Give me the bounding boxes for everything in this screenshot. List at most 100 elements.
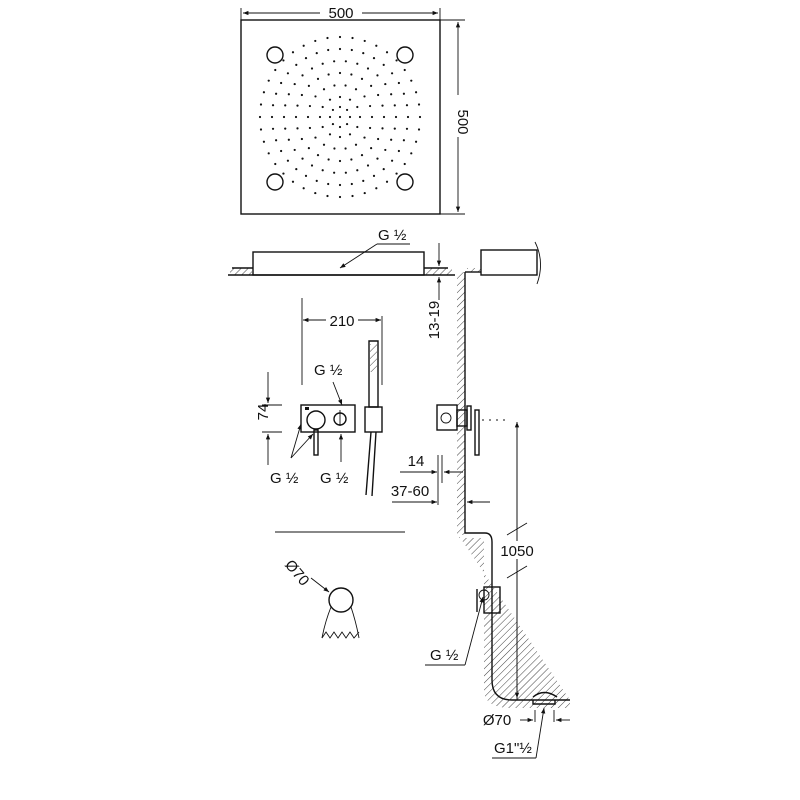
bottom-inlet-label: G ½ xyxy=(320,470,349,487)
nozzle-dot xyxy=(322,143,326,146)
nozzle-dot xyxy=(333,60,336,63)
nozzle-dot xyxy=(333,171,336,174)
nozzle-dot xyxy=(270,115,274,119)
nozzle-dot xyxy=(368,104,372,108)
nozzle-dot xyxy=(356,62,359,65)
nozzle-dot xyxy=(316,77,320,80)
nozzle-dot xyxy=(348,98,352,101)
nozzle-dot xyxy=(406,115,410,119)
nozzle-dot xyxy=(338,125,342,129)
nozzle-dot xyxy=(390,159,394,162)
nozzle-dot xyxy=(345,122,349,126)
nozzle-dot xyxy=(351,194,354,198)
nozzle-dot xyxy=(382,63,385,67)
nozzle-dot xyxy=(314,191,317,195)
nozzle-dot xyxy=(344,84,347,87)
drain-diameter-label: Ø70 xyxy=(483,712,511,729)
nozzle-dot xyxy=(328,133,332,136)
nozzle-dot xyxy=(338,47,342,51)
shower-head-side-view: G ½ 13-19 xyxy=(228,227,455,339)
nozzle-dot xyxy=(300,93,303,97)
nozzle-dot xyxy=(338,115,342,119)
led-light-icon xyxy=(396,173,414,191)
nozzle-dot xyxy=(333,147,336,150)
nozzle-dot xyxy=(348,115,352,119)
nozzle-dot xyxy=(393,127,396,130)
nozzle-dot xyxy=(338,195,342,199)
nozzle-dot xyxy=(368,126,372,130)
nozzle-dot xyxy=(333,84,336,87)
nozzle-dot xyxy=(307,84,310,87)
nozzle-dot xyxy=(395,172,398,175)
nozzle-dot xyxy=(282,115,286,119)
height-1050-dimension: 1050 xyxy=(500,543,533,560)
nozzle-dot xyxy=(306,115,310,119)
nozzle-dot xyxy=(315,52,318,55)
nozzle-dot xyxy=(295,167,298,171)
nozzle-dot xyxy=(258,115,262,119)
nozzle-dot xyxy=(318,115,322,119)
nozzle-dot xyxy=(331,122,335,126)
nozzle-dot xyxy=(385,180,389,183)
nozzle-dot xyxy=(307,147,310,150)
led-light-icon xyxy=(266,173,284,191)
nozzle-dot xyxy=(316,154,320,157)
nozzle-dot xyxy=(350,182,353,186)
nozzle-dot xyxy=(370,115,374,119)
nozzle-dot xyxy=(376,74,379,77)
nozzle-dot xyxy=(315,179,318,182)
nozzle-dot xyxy=(363,136,366,139)
nozzle-dot xyxy=(344,171,347,174)
nozzle-dot xyxy=(300,137,303,141)
nozzle-dot xyxy=(360,77,364,80)
nozzle-dot xyxy=(314,95,317,98)
nozzle-dot xyxy=(414,140,418,143)
nozzle-dot xyxy=(314,136,317,139)
nozzle-dot xyxy=(417,103,421,106)
nozzle-dot xyxy=(397,149,400,153)
nozzle-dot xyxy=(354,88,358,91)
nozzle-dot xyxy=(375,44,378,47)
nozzle-dot xyxy=(394,115,398,119)
hand-shower-diameter-label: Ø70 xyxy=(281,557,312,590)
nozzle-dot xyxy=(362,179,365,182)
nozzle-dot xyxy=(308,126,312,130)
nozzle-dot xyxy=(370,84,373,87)
nozzle-dot xyxy=(344,60,347,63)
nozzle-dot xyxy=(267,152,270,155)
nozzle-dot xyxy=(366,67,370,70)
nozzle-dot xyxy=(304,174,308,177)
width-dimension: 500 xyxy=(328,5,353,22)
nozzle-dot xyxy=(356,105,359,109)
nozzle-dot xyxy=(338,95,342,99)
nozzle-dot xyxy=(327,158,330,161)
drain-thread-label: G1"½ xyxy=(494,740,532,757)
nozzle-dot xyxy=(360,154,364,157)
nozzle-dot xyxy=(310,67,314,70)
nozzle-dot xyxy=(322,88,326,91)
nozzle-dot xyxy=(262,91,266,94)
wall-section: 1050 14 37-60 G ½ Ø70 G1"½ xyxy=(391,241,570,759)
nozzle-dot xyxy=(282,59,285,62)
nozzle-dot xyxy=(384,82,387,86)
nozzle-dot xyxy=(410,152,413,155)
nozzle-dot xyxy=(372,57,376,60)
nozzle-dot xyxy=(326,36,329,40)
nozzle-dot xyxy=(295,63,298,67)
nozzle-dot xyxy=(356,125,359,129)
nozzle-dot xyxy=(403,68,406,72)
nozzle-dot xyxy=(274,68,277,72)
nozzle-dot xyxy=(385,51,389,54)
nozzle-dot xyxy=(382,115,386,119)
nozzle-dot xyxy=(301,157,304,160)
nozzle-dot xyxy=(405,104,409,107)
nozzle-dot xyxy=(310,164,314,167)
nozzle-dot xyxy=(296,104,299,107)
nozzle-dot xyxy=(345,108,349,112)
nozzle-dot xyxy=(327,48,330,52)
nozzle-dot xyxy=(350,48,353,52)
nozzle-dot xyxy=(271,127,275,130)
left-inlet-label: G ½ xyxy=(270,470,299,487)
nozzle-dot xyxy=(274,162,277,166)
